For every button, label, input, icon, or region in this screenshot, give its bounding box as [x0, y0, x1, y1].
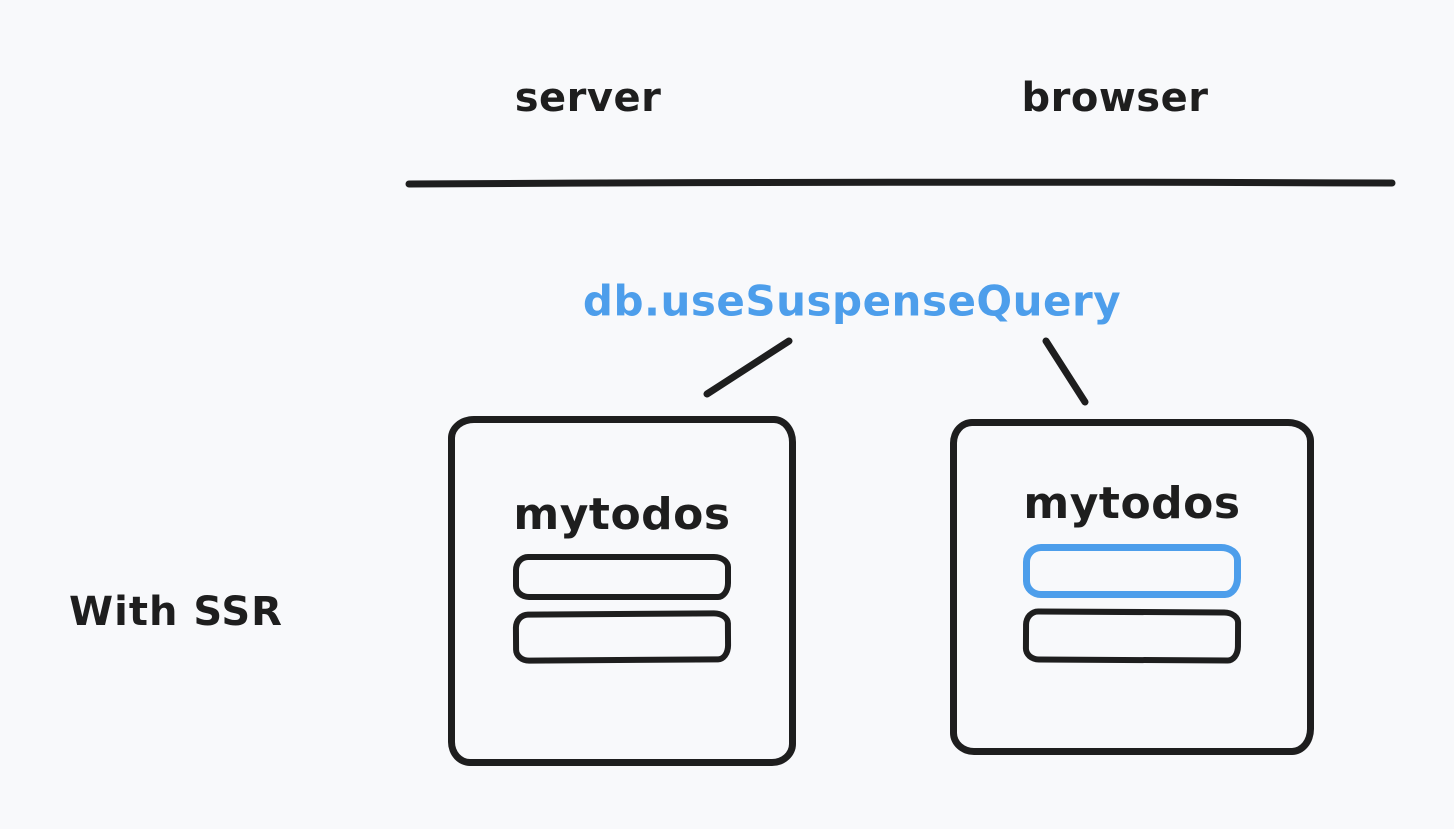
todo-item-highlighted: [1023, 544, 1241, 598]
browser-todo-items: [1022, 544, 1242, 664]
browser-card-title: mytodos: [1023, 478, 1241, 529]
server-column-label: server: [514, 75, 662, 121]
column-divider-line: [405, 178, 1396, 188]
server-mytodos-card: mytodos: [448, 416, 796, 766]
server-card-title: mytodos: [513, 489, 731, 540]
todo-item: [512, 610, 732, 664]
connector-line-to-server-card: [703, 337, 793, 398]
todo-item: [1022, 608, 1242, 664]
query-annotation-label: db.useSuspenseQuery: [582, 276, 1122, 326]
browser-column-label: browser: [1021, 75, 1209, 121]
connector-line-to-browser-card: [1042, 337, 1089, 406]
browser-mytodos-card: mytodos: [950, 419, 1314, 755]
with-ssr-row-label: With SSR: [69, 589, 283, 635]
server-todo-items: [512, 554, 732, 664]
todo-item: [513, 554, 731, 600]
